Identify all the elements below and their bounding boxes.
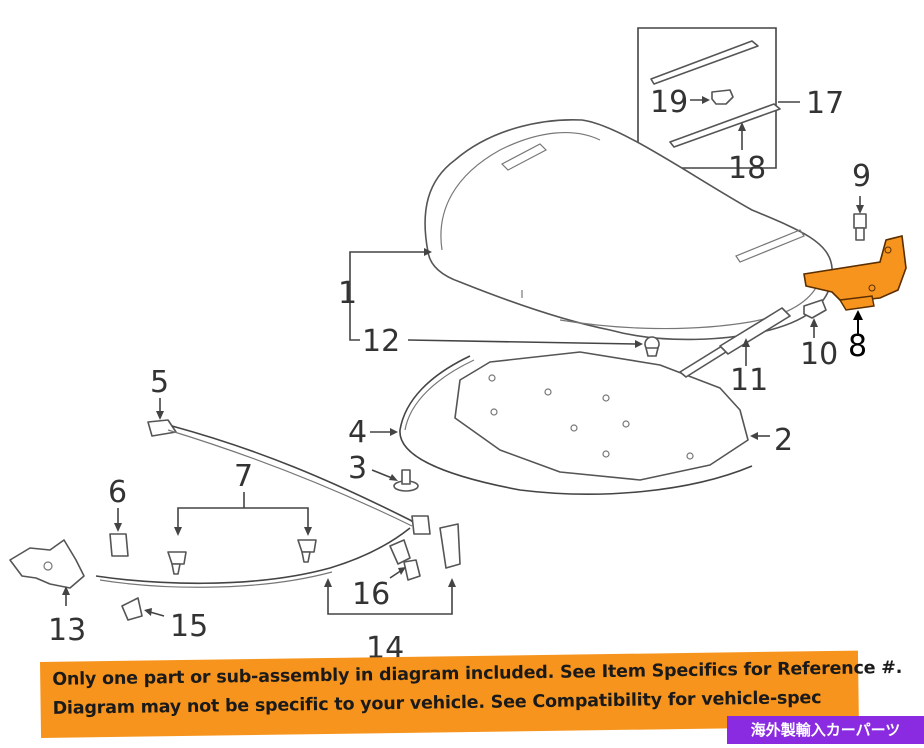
hood-latch [9, 539, 85, 606]
callout-11: 11 [730, 363, 768, 398]
callout-8: 8 [848, 329, 867, 364]
watermark-label: 海外製輸入カーパーツ [727, 716, 924, 744]
wiper-inset [637, 27, 800, 169]
hinge-bolt [853, 196, 867, 241]
latch-cable [95, 523, 461, 615]
wiper-clip-part [711, 89, 734, 105]
callout-4: 4 [348, 415, 367, 450]
hood-lift-support [679, 307, 791, 378]
callout-12: 12 [362, 324, 400, 359]
release-cable [147, 398, 431, 535]
hood-plug [407, 336, 660, 357]
hood-seal [370, 355, 753, 495]
callout-18: 18 [728, 151, 766, 186]
callout-7: 7 [234, 459, 253, 494]
callout-5: 5 [150, 365, 169, 400]
release-handle [109, 508, 129, 557]
callout-3: 3 [348, 451, 367, 486]
insulator-pad [454, 351, 749, 481]
hood-hinge-highlighted [803, 235, 907, 336]
callout-9: 9 [852, 159, 871, 194]
hood-bumper [371, 469, 419, 492]
callout-17: 17 [806, 86, 844, 121]
callout-19: 19 [650, 85, 688, 120]
disclaimer-line-1: Only one part or sub-assembly in diagram… [52, 657, 903, 690]
disclaimer-line-2: Diagram may not be specific to your vehi… [52, 688, 822, 719]
callout-10: 10 [800, 337, 838, 372]
callout-2: 2 [774, 423, 793, 458]
callout-6: 6 [108, 475, 127, 510]
hood-panel [424, 118, 833, 341]
wiper-blade-part [650, 40, 759, 85]
callout-16: 16 [352, 577, 390, 612]
cable-clips [167, 492, 317, 575]
hood-outer-panel [424, 118, 833, 341]
hinge-nut [803, 299, 827, 338]
callout-1: 1 [338, 276, 357, 311]
wiper-insert-part [669, 103, 781, 148]
latch-pin [389, 559, 421, 581]
hood-insulator [454, 351, 770, 481]
cable-bracket [121, 597, 165, 621]
callout-13: 13 [48, 613, 86, 648]
callout-15: 15 [170, 609, 208, 644]
